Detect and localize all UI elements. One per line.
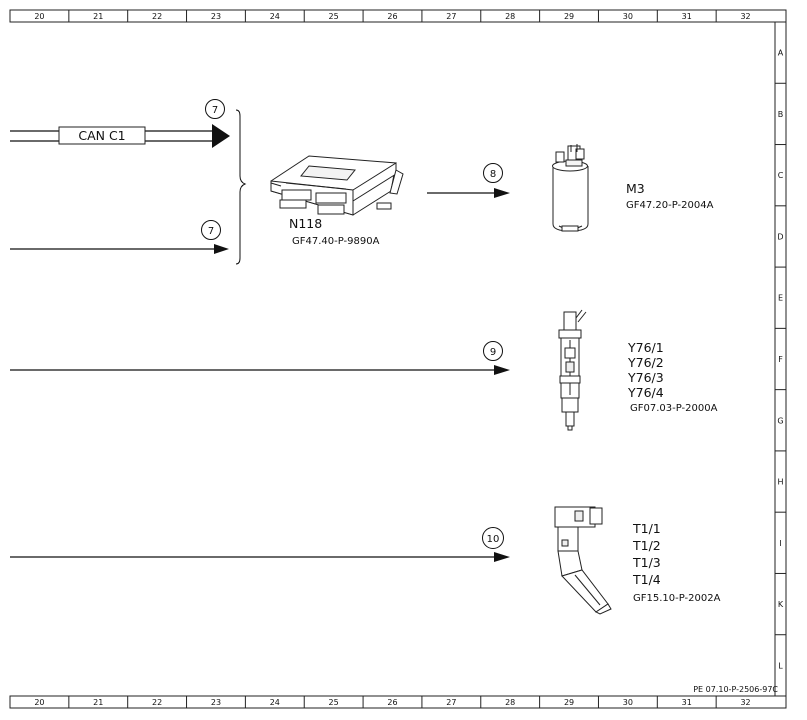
can-arrowhead [212,124,230,148]
m3-name: M3 [626,181,645,196]
ruler-col-label: 26 [387,12,397,21]
ruler-col-label: 32 [740,12,750,21]
document-id: PE 07.10-P-2506-97C [693,685,778,694]
t1-ignition-coil-drawing [554,506,612,615]
m3-ref: GF47.20-P-2004A [626,200,714,211]
can-c1-label-box: CAN C1 [58,126,146,145]
marker-8: 8 [483,163,503,183]
t1-name-3: T1/3 [632,555,661,570]
frame [9,9,787,709]
ruler-col-label: 24 [270,698,280,707]
signal-line-7 [10,244,229,254]
n118-name: N118 [289,216,322,231]
y76-injector-drawing [558,309,587,431]
t1-name-1: T1/1 [632,521,661,536]
ruler-col-label: 20 [34,698,44,707]
marker-10: 10 [482,527,504,549]
marker-7-top: 7 [205,99,225,119]
t1-name-4: T1/4 [632,572,661,587]
ruler-col-label: 24 [270,12,280,21]
ruler-col-label: 28 [505,698,515,707]
ruler-col-label: 25 [329,698,339,707]
ruler-row-label: B [778,110,784,119]
bottom-ruler: 20 21 22 23 24 25 26 27 28 29 30 31 32 [34,696,751,708]
signal-line-10 [10,552,510,562]
ruler-row-label: E [778,294,783,303]
top-ruler: 20 21 22 23 24 25 26 27 28 29 30 31 32 [34,10,751,22]
ruler-col-label: 31 [682,698,692,707]
ruler-col-label: 27 [446,698,456,707]
grouping-brace [235,109,247,265]
ruler-row-label: C [778,171,784,180]
y76-name-1: Y76/1 [627,340,664,355]
y76-name-3: Y76/3 [627,370,664,385]
right-ruler: A B C D E F G H I K L [775,49,786,670]
y76-name-4: Y76/4 [627,385,664,400]
ruler-col-label: 26 [387,698,397,707]
arrowhead [494,188,510,198]
ruler-row-label: G [777,416,783,425]
y76-name-2: Y76/2 [627,355,664,370]
svg-text:10: 10 [487,534,500,545]
ruler-col-label: 27 [446,12,456,21]
ruler-col-label: 25 [329,12,339,21]
t1-name-2: T1/2 [632,538,661,553]
ruler-row-label: I [779,539,781,548]
ruler-col-label: 23 [211,12,221,21]
ruler-col-label: 21 [93,698,103,707]
marker-7-bottom: 7 [201,220,221,240]
marker-9: 9 [483,341,503,361]
ruler-row-label: F [778,355,783,364]
ruler-row-label: D [777,232,783,241]
y76-labels: Y76/1 Y76/2 Y76/3 Y76/4 GF07.03-P-2000A [627,340,718,414]
ruler-col-label: 21 [93,12,103,21]
ruler-col-label: 22 [152,12,162,21]
t1-labels: T1/1 T1/2 T1/3 T1/4 GF15.10-P-2002A [632,521,721,604]
signal-line-8 [427,188,510,198]
ruler-col-label: 29 [564,698,574,707]
ruler-col-label: 20 [34,12,44,21]
ruler-col-label: 30 [623,12,633,21]
ruler-col-label: 30 [623,698,633,707]
t1-ref: GF15.10-P-2002A [633,593,721,604]
svg-text:7: 7 [212,105,218,116]
ruler-col-label: 29 [564,12,574,21]
arrowhead [214,244,229,254]
y76-ref: GF07.03-P-2000A [630,403,718,414]
ruler-row-label: L [778,661,783,670]
ruler-row-label: A [778,49,784,58]
svg-text:8: 8 [490,169,496,180]
ruler-col-label: 31 [682,12,692,21]
ruler-col-label: 22 [152,698,162,707]
m3-fuel-pump-drawing [552,144,589,232]
n118-control-unit-drawing [270,155,404,216]
arrowhead [494,365,510,375]
ruler-col-label: 32 [740,698,750,707]
ruler-col-label: 23 [211,698,221,707]
arrowhead [494,552,510,562]
svg-text:7: 7 [208,226,214,237]
ruler-row-label: K [778,600,784,609]
ruler-row-label: H [777,478,783,487]
signal-line-9 [10,365,510,375]
svg-text:9: 9 [490,347,496,358]
can-c1-label: CAN C1 [78,128,125,143]
n118-ref: GF47.40-P-9890A [292,236,380,247]
ruler-col-label: 28 [505,12,515,21]
